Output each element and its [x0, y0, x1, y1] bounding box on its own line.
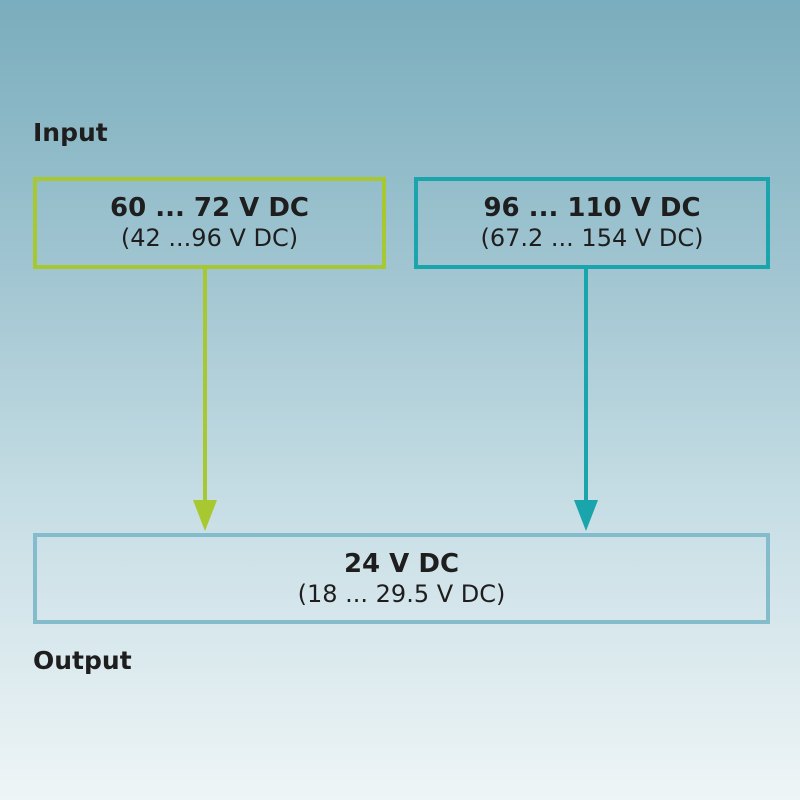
output-box-range-label: (18 ... 29.5 V DC) [297, 579, 506, 608]
output-box-main-label: 24 V DC [343, 548, 460, 579]
input-box-main-label: 60 ... 72 V DC [110, 193, 309, 223]
output-box-24v: 24 V DC (18 ... 29.5 V DC) [33, 533, 770, 624]
input-box-96-110v: 96 ... 110 V DC (67.2 ... 154 V DC) [414, 177, 770, 269]
arrow-input-a-to-output [193, 269, 217, 531]
input-box-range-label: (67.2 ... 154 V DC) [480, 224, 704, 252]
input-box-range-label: (42 ...96 V DC) [120, 224, 299, 252]
arrow-input-b-to-output [574, 269, 598, 531]
output-section-label: Output [33, 646, 132, 675]
input-box-main-label: 96 ... 110 V DC [483, 193, 701, 223]
input-box-60-72v: 60 ... 72 V DC (42 ...96 V DC) [33, 177, 386, 269]
input-section-label: Input [33, 118, 108, 147]
